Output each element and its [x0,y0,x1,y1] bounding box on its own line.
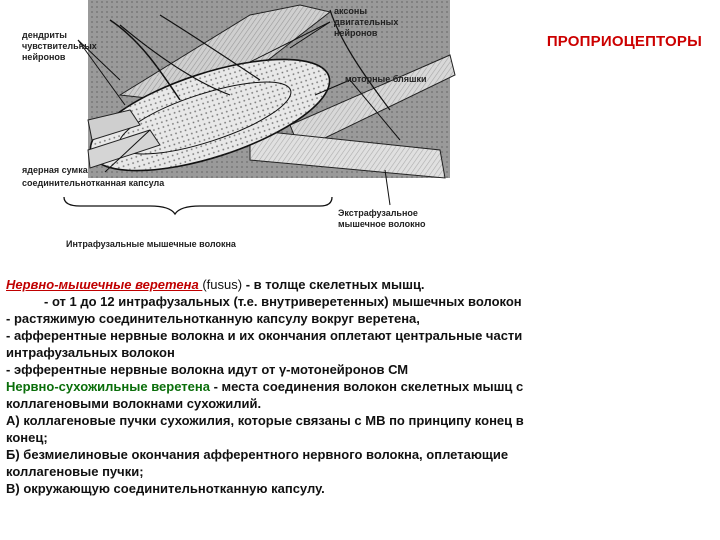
label-extrafusal-line1: Экстрафузальное [338,208,418,218]
label-intrafusal: Интрафузальные мышечные волокна [66,239,236,249]
text-line-8: коллагеновыми волокнами сухожилий. [6,396,262,411]
term-neuromuscular-spindles: Нервно-мышечные веретена [6,277,203,292]
label-dendrites-line1: дендриты [22,30,67,40]
text-line-1-rest: - в толще скелетных мышц. [242,277,425,292]
text-line-1: Нервно-мышечные веретена (fusus) - в тол… [6,276,711,293]
intrafusal-brace [63,196,333,216]
label-axons: аксоны двигательных нейронов [334,6,398,39]
muscle-spindle-illustration [63,0,456,216]
slide-title: ПРОПРИОЦЕПТОРЫ [546,33,702,50]
label-dendrites: дендриты чувствительных нейронов [22,30,97,63]
label-dendrites-line3: нейронов [22,52,66,62]
label-axons-line1: аксоны [334,6,368,16]
text-line-13: В) окружающую соединительнотканную капсу… [6,481,325,496]
body-text: Нервно-мышечные веретена (fusus) - в тол… [6,276,711,497]
label-extrafusal: Экстрафузальное мышечное волокно [338,208,426,230]
text-line-6: - эфферентные нервные волокна идут от γ-… [6,362,409,377]
label-axons-line2: двигательных [334,17,399,27]
label-nuclear-bag: ядерная сумка [22,165,88,175]
text-line-7-rest: - места соединения волокон скелетных мыш… [209,379,524,394]
text-line-11: Б) безмиелиновые окончания афферентного … [6,447,509,462]
label-extrafusal-line2: мышечное волокно [338,219,426,229]
latin-term: (fusus) [202,277,243,292]
text-line-7: Нервно-сухожильные веретена - места соед… [6,378,711,395]
term-neurotendinous-spindles: Нервно-сухожильные веретена [6,379,210,394]
text-line-12: коллагеновые пучки; [6,464,144,479]
label-motor-plaques: моторные бляшки [345,74,427,84]
text-line-4: - афферентные нервные волокна и их оконч… [6,328,523,343]
text-line-3: - растяжимую соединительнотканную капсул… [6,311,420,326]
label-axons-line3: нейронов [334,28,378,38]
label-dendrites-line2: чувствительных [22,41,97,51]
text-line-5: интрафузальных волокон [6,345,175,360]
text-line-10: конец; [6,430,48,445]
text-line-2: - от 1 до 12 интрафузальных (т.е. внутри… [44,294,522,309]
text-line-9: А) коллагеновые пучки сухожилия, которые… [6,413,524,428]
label-capsule: соединительнотканная капсула [22,178,165,188]
